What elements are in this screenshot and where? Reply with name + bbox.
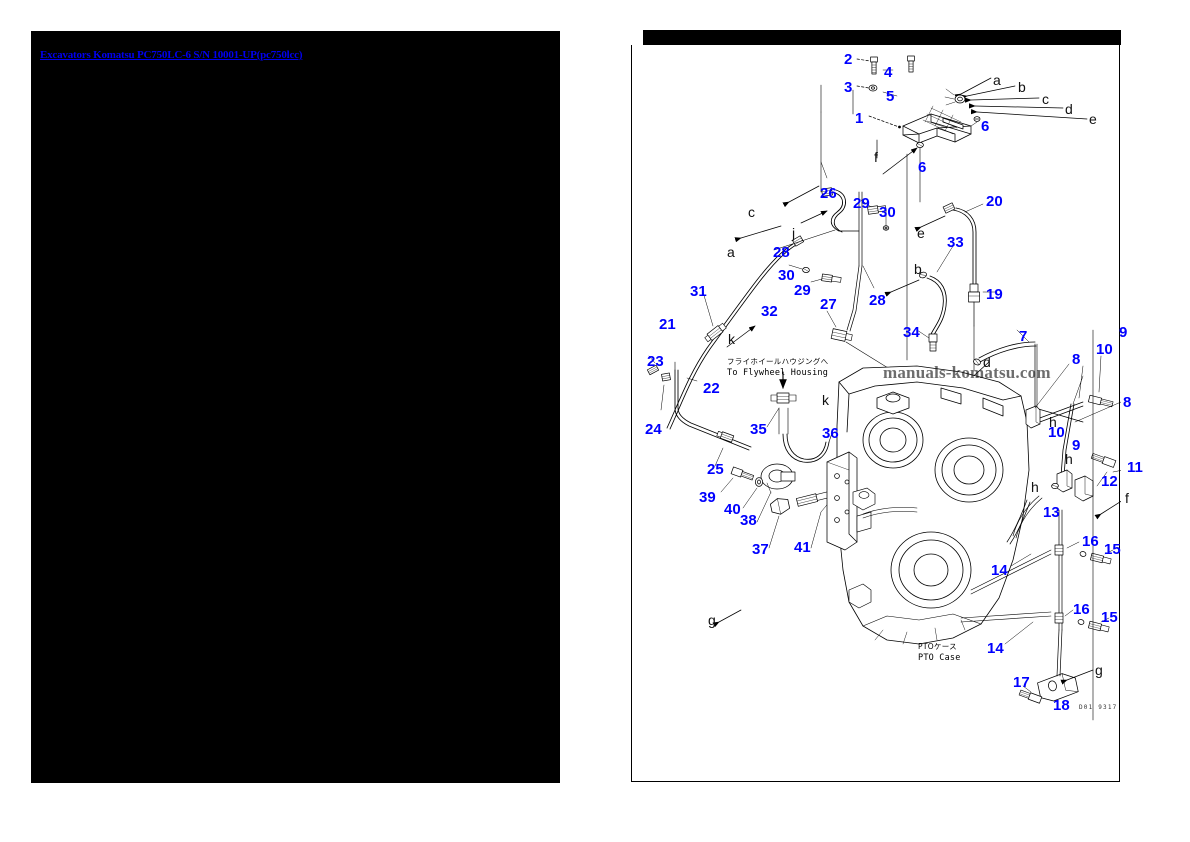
callout-number-30[interactable]: 30 xyxy=(879,204,896,221)
callout-number-25[interactable]: 25 xyxy=(707,461,724,478)
callout-number-34[interactable]: 34 xyxy=(903,324,920,341)
callout-number-33[interactable]: 33 xyxy=(947,234,964,251)
callout-number-26[interactable]: 26 xyxy=(820,185,837,202)
reference-letter-g: g xyxy=(708,612,716,628)
callout-number-24[interactable]: 24 xyxy=(645,421,662,438)
reference-letter-f: f xyxy=(874,149,878,165)
callout-number-2[interactable]: 2 xyxy=(844,51,853,68)
callout-number-23[interactable]: 23 xyxy=(647,353,664,370)
note-pto-case-jp: PTOケース xyxy=(918,642,957,651)
note-flywheel-housing-en: To Flywheel Housing xyxy=(727,368,829,378)
callout-number-3[interactable]: 3 xyxy=(844,79,853,96)
callout-number-17[interactable]: 17 xyxy=(1013,674,1030,691)
callout-number-27[interactable]: 27 xyxy=(820,296,837,313)
reference-letter-g: g xyxy=(1095,662,1103,678)
callout-number-29[interactable]: 29 xyxy=(853,195,870,212)
callout-number-36[interactable]: 36 xyxy=(822,425,839,442)
callout-number-15[interactable]: 15 xyxy=(1101,609,1118,626)
callout-number-29[interactable]: 29 xyxy=(794,282,811,299)
callout-number-6[interactable]: 6 xyxy=(981,118,990,135)
callout-number-28[interactable]: 28 xyxy=(869,292,886,309)
callout-number-11[interactable]: 11 xyxy=(1127,459,1143,476)
reference-letter-j: j xyxy=(792,225,796,241)
callout-number-16[interactable]: 16 xyxy=(1073,601,1090,618)
callout-number-31[interactable]: 31 xyxy=(690,283,707,300)
callout-number-19[interactable]: 19 xyxy=(986,286,1003,303)
reference-letter-e: e xyxy=(1089,111,1097,127)
reference-letter-b: b xyxy=(1018,79,1026,95)
callout-number-12[interactable]: 12 xyxy=(1101,473,1118,490)
callout-number-39[interactable]: 39 xyxy=(699,489,716,506)
reference-letter-f: f xyxy=(1125,490,1129,506)
callout-number-30[interactable]: 30 xyxy=(778,267,795,284)
callout-number-10[interactable]: 10 xyxy=(1096,341,1113,358)
callout-number-7[interactable]: 7 xyxy=(1019,328,1028,345)
callout-number-20[interactable]: 20 xyxy=(986,193,1003,210)
reference-letter-d: d xyxy=(983,354,991,370)
catalog-preview-panel: Excavators Komatsu PC750LC-6 S/N 10001-U… xyxy=(31,31,560,783)
callout-number-8[interactable]: 8 xyxy=(1072,351,1081,368)
reference-letter-c: c xyxy=(748,204,755,220)
reference-letter-h: h xyxy=(1031,479,1039,495)
reference-letter-k: k xyxy=(728,331,735,347)
reference-letter-d: d xyxy=(1065,101,1073,117)
reference-letter-b: b xyxy=(914,261,922,277)
callout-number-4[interactable]: 4 xyxy=(884,64,893,81)
callout-number-41[interactable]: 41 xyxy=(794,539,811,556)
callout-number-38[interactable]: 38 xyxy=(740,512,757,529)
reference-letter-a: a xyxy=(993,72,1001,88)
callout-number-37[interactable]: 37 xyxy=(752,541,769,558)
callout-number-35[interactable]: 35 xyxy=(750,421,767,438)
callout-number-9[interactable]: 9 xyxy=(1119,324,1128,341)
callout-number-14[interactable]: 14 xyxy=(987,640,1004,657)
note-flywheel-housing-jp: フライホイールハウジングへ xyxy=(727,357,829,366)
sheet-code: D01 9317 xyxy=(1079,704,1118,711)
note-pto-case-en: PTO Case xyxy=(918,653,961,663)
callout-number-32[interactable]: 32 xyxy=(761,303,778,320)
reference-letter-e: e xyxy=(917,225,925,241)
callout-number-13[interactable]: 13 xyxy=(1043,504,1060,521)
parts-diagram-panel: manuals-komatsu.com フライホイールハウジングへ To Fly… xyxy=(631,30,1143,782)
callout-number-16[interactable]: 16 xyxy=(1082,533,1099,550)
reference-letter-h: h xyxy=(1049,414,1057,430)
watermark-text: manuals-komatsu.com xyxy=(883,363,1051,382)
callout-number-1[interactable]: 1 xyxy=(855,110,864,127)
reference-letter-c: c xyxy=(1042,91,1049,107)
callout-number-5[interactable]: 5 xyxy=(886,88,895,105)
callout-number-10[interactable]: 10 xyxy=(1048,424,1065,441)
callout-number-21[interactable]: 21 xyxy=(659,316,676,333)
callout-number-8[interactable]: 8 xyxy=(1123,394,1132,411)
reference-letter-k: k xyxy=(822,392,829,408)
callout-number-22[interactable]: 22 xyxy=(703,380,720,397)
callout-number-28[interactable]: 28 xyxy=(773,244,790,261)
callout-number-15[interactable]: 15 xyxy=(1104,541,1121,558)
callout-number-40[interactable]: 40 xyxy=(724,501,741,518)
reference-letter-h: h xyxy=(1065,451,1073,467)
callout-number-14[interactable]: 14 xyxy=(991,562,1008,579)
callout-number-6[interactable]: 6 xyxy=(918,159,927,176)
catalog-link[interactable]: Excavators Komatsu PC750LC-6 S/N 10001-U… xyxy=(40,49,303,61)
callout-number-18[interactable]: 18 xyxy=(1053,697,1070,714)
diagram-header-bar xyxy=(643,30,1121,45)
reference-letter-a: a xyxy=(727,244,735,260)
callout-number-9[interactable]: 9 xyxy=(1072,437,1081,454)
